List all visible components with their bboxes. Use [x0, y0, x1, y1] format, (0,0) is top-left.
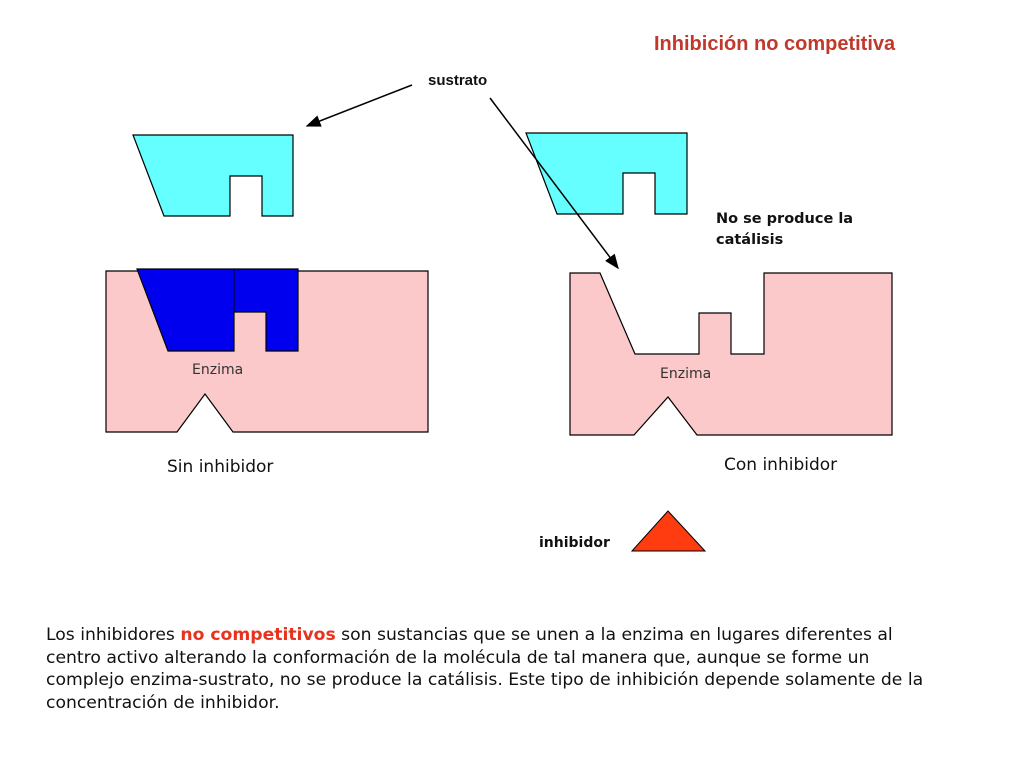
paragraph-text-before: Los inhibidores: [46, 625, 181, 645]
caption-con-inhibidor: Con inhibidor: [724, 455, 838, 475]
arrow-to-right-enzyme: [489, 97, 619, 270]
paragraph-text-after: son sustancias que se unen a la enzima e…: [46, 625, 924, 713]
page-title: Inhibición no competitiva: [654, 33, 896, 55]
paragraph-highlight: no competitivos: [180, 625, 336, 645]
label-enzima-left: Enzima: [192, 362, 244, 378]
label-sustrato: sustrato: [428, 72, 488, 89]
label-enzima-right: Enzima: [660, 366, 712, 382]
label-no-catalisis-1: No se produce la: [716, 211, 854, 227]
description-paragraph: Los inhibidores no competitivos son sust…: [46, 624, 946, 714]
substrate-free-right: [525, 132, 688, 215]
arrow-to-left-substrate: [305, 84, 413, 127]
substrate-free-left: [132, 134, 294, 217]
caption-sin-inhibidor: Sin inhibidor: [167, 457, 274, 477]
enzyme-right: [569, 272, 893, 436]
inhibitor-triangle: [630, 510, 707, 552]
label-no-catalisis-2: catálisis: [716, 232, 784, 248]
substrate-bound-left: [136, 268, 299, 352]
label-inhibidor: inhibidor: [539, 535, 610, 551]
